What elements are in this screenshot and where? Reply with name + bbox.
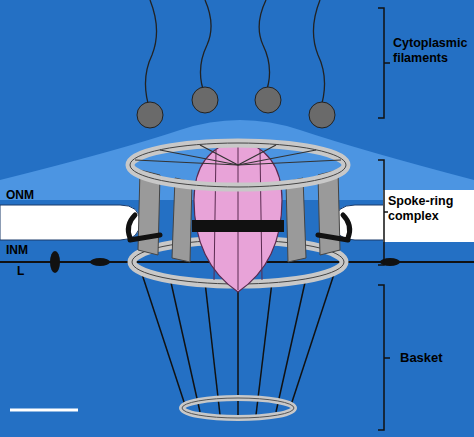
region-label: Cytoplasmic filaments (393, 36, 472, 66)
region-label: Spoke-ring complex (388, 194, 472, 224)
lamina-label: L (17, 264, 37, 278)
region-label: Basket (400, 350, 470, 366)
membrane-label: INM (6, 243, 46, 257)
membrane-label: ONM (6, 188, 46, 202)
